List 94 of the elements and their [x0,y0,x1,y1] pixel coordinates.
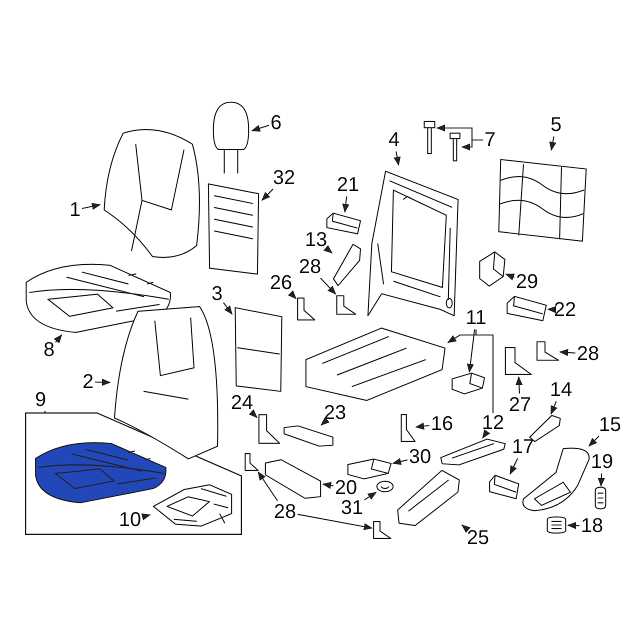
leader-line [251,124,270,132]
leader-line [461,139,483,151]
callout-number: 19 [590,452,614,472]
callout-number: 12 [482,413,504,433]
leader-line [559,348,576,356]
leader-line [510,458,518,475]
callout-number: 3 [211,284,223,304]
leader-line [298,514,373,530]
callout-number: 4 [388,130,400,150]
bracket-drawing [335,294,357,316]
module-drawing [325,212,362,235]
trim-bar-drawing [263,458,323,500]
leader-line [261,188,274,201]
leader-line [288,290,297,300]
callout-number: 15 [598,415,622,435]
callout-number: 16 [430,414,454,434]
coin-part-drawing [376,480,394,493]
callout-number: 8 [43,340,55,360]
leader-line [482,429,490,439]
leader-line [516,376,523,394]
callout-number: 11 [466,308,486,328]
leader-line [475,330,494,413]
leader-line [223,302,233,315]
callout-number: 24 [230,393,254,413]
motor-drawing [450,372,486,395]
callout-number: 26 [270,273,292,293]
callout-number: 21 [336,175,360,195]
bracket-drawing [503,345,533,377]
leader-line [364,492,377,500]
knob-drawing [594,486,607,510]
leader-line [320,416,330,426]
callout-number: 6 [270,113,282,133]
motor-drawing [478,250,506,288]
leader-line [342,196,350,213]
callout-number: 10 [118,510,142,530]
bracket-drawing [257,412,281,446]
bracket-drawing [296,296,316,322]
callout-number: 2 [82,372,94,392]
callout-number: 9 [35,390,46,410]
callout-number: 22 [554,300,576,320]
callout-number: 28 [298,257,322,277]
leader-line [549,136,556,151]
leader-line [54,334,62,344]
bracket-drawing [282,425,335,447]
callout-number: 14 [550,380,572,400]
callout-number: 17 [512,437,534,457]
callout-number: 28 [274,502,296,522]
leader-line [588,436,600,447]
leader-line [258,471,278,502]
bracket-drawing [372,520,392,540]
bracket-drawing [400,412,416,444]
leader-line [598,473,605,487]
track-cover-drawing [438,438,508,466]
callout-number: 7 [484,130,496,150]
callout-number: 23 [324,403,346,423]
trim-piece-drawing [332,242,362,288]
bolt-drawing [422,120,437,155]
leader-line [248,409,258,418]
leader-line [320,278,336,295]
leader-line [95,378,111,386]
bracket-drawing [535,340,560,362]
leader-line [550,401,558,415]
leader-line [392,458,408,465]
callout-number: 29 [516,272,538,292]
callout-number: 25 [466,528,490,548]
callout-number: 31 [340,498,364,518]
callout-number: 1 [69,200,81,220]
callout-number: 28 [576,344,600,364]
headrest-drawing [210,100,252,175]
callout-number: 27 [508,395,532,415]
callout-number: 20 [334,478,358,498]
leader-line [567,522,580,530]
leader-line [323,245,333,254]
leader-line [141,513,151,520]
module-drawing [505,295,548,322]
leader-line [415,422,430,430]
leader-line [82,202,101,210]
leader-line [461,524,471,533]
cover-drawing [395,468,462,528]
leader-line [466,329,476,373]
leader-line [394,151,401,166]
knob-drawing [545,516,568,534]
leader-line [547,306,556,314]
leader-line [322,482,334,489]
leader-line [505,274,515,280]
callout-number: 32 [272,168,296,188]
callout-number: 18 [580,516,604,536]
callout-number: 5 [550,115,562,135]
switch-drawing [488,474,520,500]
bolt-drawing [448,132,462,162]
bracket-drawing [244,452,259,472]
back-panel-drawing [232,304,285,395]
callout-number: 13 [304,230,328,250]
callout-number: 30 [408,447,432,467]
